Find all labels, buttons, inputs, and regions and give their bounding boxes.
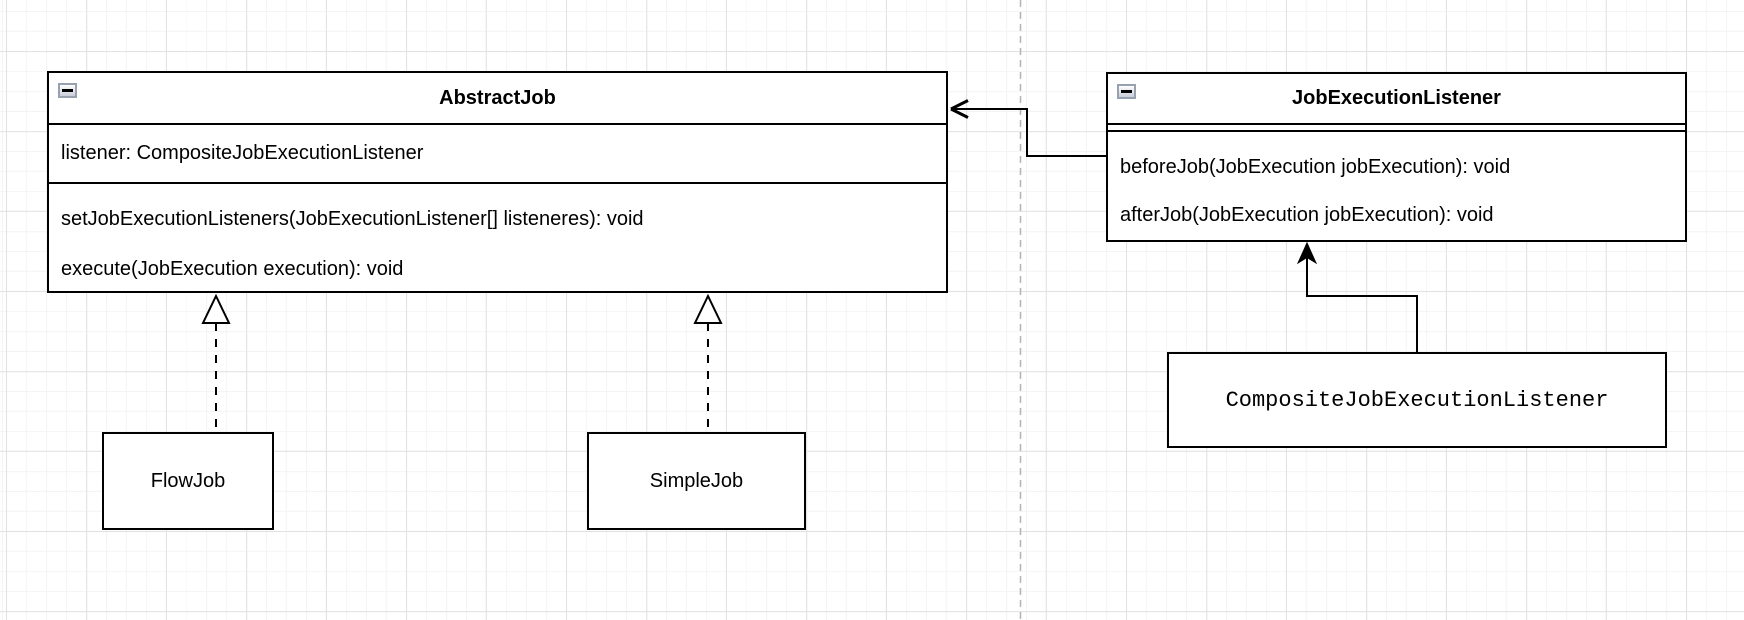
method-item: setJobExecutionListeners(JobExecutionLis… xyxy=(61,208,644,230)
class-job-execution-listener[interactable]: JobExecutionListener beforeJob(JobExecut… xyxy=(1106,72,1687,242)
minus-glyph xyxy=(62,89,73,92)
edge-listener-abstractjob[interactable] xyxy=(950,99,1106,157)
filled-arrowhead xyxy=(1296,241,1318,265)
methods-compartment: beforeJob(JobExecution jobExecution): vo… xyxy=(1108,132,1685,226)
collapse-icon[interactable] xyxy=(58,83,77,98)
hollow-triangle-arrowhead xyxy=(201,293,231,324)
attributes-compartment: listener: CompositeJobExecutionListener xyxy=(49,125,946,184)
class-title: SimpleJob xyxy=(649,469,744,492)
class-abstract-job[interactable]: AbstractJob listener: CompositeJobExecut… xyxy=(47,71,948,293)
method-item: afterJob(JobExecution jobExecution): voi… xyxy=(1120,204,1494,226)
open-arrowhead xyxy=(950,99,969,119)
methods-compartment: setJobExecutionListeners(JobExecutionLis… xyxy=(49,184,946,280)
class-flow-job[interactable]: FlowJob xyxy=(102,432,274,530)
method-item: beforeJob(JobExecution jobExecution): vo… xyxy=(1120,156,1511,178)
collapse-icon[interactable] xyxy=(1117,84,1136,99)
hollow-triangle-arrowhead xyxy=(693,293,723,324)
class-title: AbstractJob xyxy=(439,86,556,109)
edge-composite-listener[interactable] xyxy=(1296,241,1418,352)
class-abstract-job-header: AbstractJob xyxy=(49,73,946,125)
class-title: CompositeJobExecutionListener xyxy=(1225,387,1609,413)
attribute-item: listener: CompositeJobExecutionListener xyxy=(61,142,424,164)
minus-glyph xyxy=(1121,90,1132,93)
attributes-compartment-empty xyxy=(1108,125,1685,132)
method-item: execute(JobExecution execution): void xyxy=(61,258,404,280)
class-title: FlowJob xyxy=(150,469,226,492)
class-title: JobExecutionListener xyxy=(1292,87,1501,109)
class-simple-job[interactable]: SimpleJob xyxy=(587,432,806,530)
class-composite-job-execution-listener[interactable]: CompositeJobExecutionListener xyxy=(1167,352,1667,448)
edge-flowjob-abstractjob[interactable] xyxy=(201,293,231,432)
edge-simplejob-abstractjob[interactable] xyxy=(693,293,723,432)
class-job-execution-listener-header: JobExecutionListener xyxy=(1108,74,1685,125)
